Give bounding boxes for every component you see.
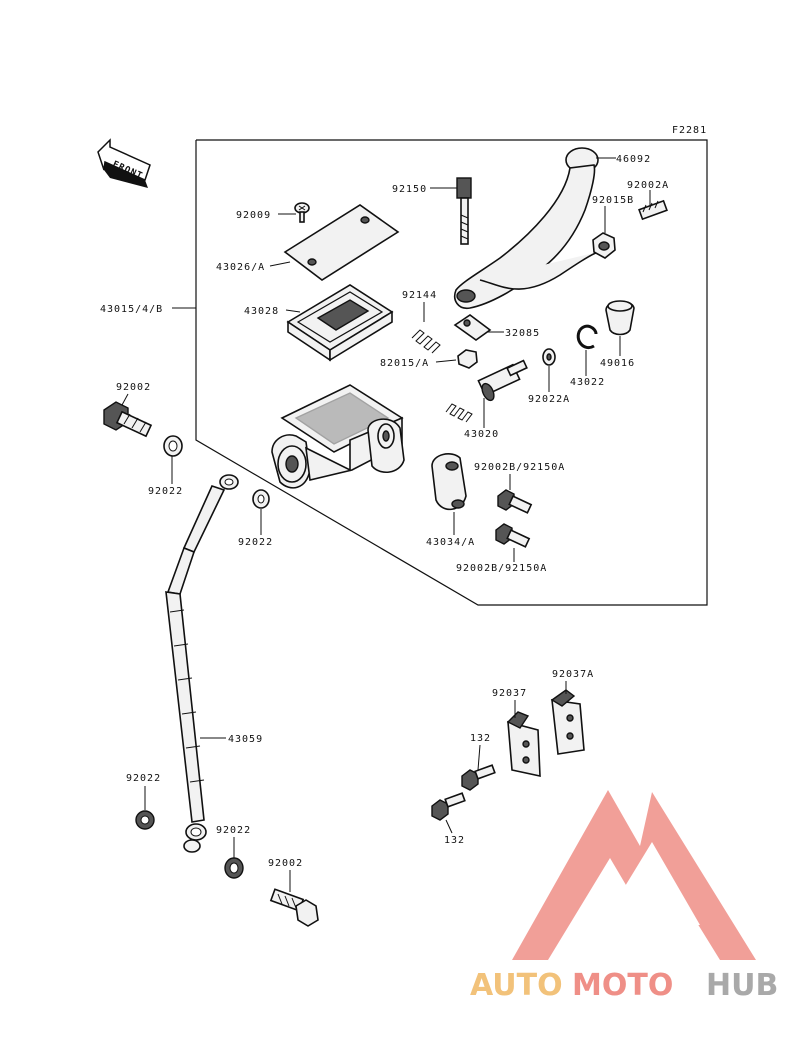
label-43026a: 43026/A: [216, 262, 265, 273]
label-132-upper: 132: [470, 733, 491, 744]
bolt-132-upper: [461, 764, 496, 791]
spring-92144: [411, 329, 441, 354]
label-46092: 46092: [616, 154, 651, 165]
label-43034a: 43034/A: [426, 537, 475, 548]
label-82015a: 82015/A: [380, 358, 429, 369]
label-92009: 92009: [236, 210, 271, 221]
washer-92022-mid: [252, 489, 270, 509]
front-arrow-icon: FRONT: [97, 138, 151, 188]
bolt-132-lower: [431, 792, 466, 821]
label-92015b: 92015B: [592, 195, 634, 206]
label-92002b-upper: 92002B/92150A: [474, 462, 565, 473]
watermark-auto: AUTO: [470, 968, 563, 1003]
screw-92009: [294, 202, 310, 223]
banjo-bolt-92002-left: [103, 401, 153, 438]
washer-92022-lower: [224, 857, 244, 879]
screw-92150-top: [456, 177, 472, 245]
label-43028: 43028: [244, 306, 279, 317]
nut-82015a: [457, 349, 478, 369]
reservoir-cap-43026a: [283, 204, 400, 281]
watermark-text: AUTO MOTO HUB: [470, 968, 778, 1003]
brake-lever: [454, 147, 599, 310]
label-92144: 92144: [402, 290, 437, 301]
washer-92022-left: [163, 435, 183, 457]
label-43022: 43022: [570, 377, 605, 388]
label-92022-left: 92022: [148, 486, 183, 497]
bolt-92002b-lower: [495, 523, 531, 548]
washer-92022a: [542, 348, 556, 366]
label-43015: 43015/4/B: [100, 304, 163, 315]
watermark-logo-icon: [512, 790, 756, 960]
label-92037: 92037: [492, 688, 527, 699]
label-92022-mid: 92022: [238, 537, 273, 548]
diaphragm-43028: [286, 284, 394, 362]
clamp-43034a: [431, 453, 467, 511]
watermark-hub: HUB: [706, 968, 778, 1003]
nut-92015b: [592, 232, 616, 259]
label-132-lower: 132: [444, 835, 465, 846]
label-92037a: 92037A: [552, 669, 594, 680]
diagram-code: F2281: [672, 125, 707, 136]
label-43059: 43059: [228, 734, 263, 745]
label-43020: 43020: [464, 429, 499, 440]
bracket-32085: [453, 314, 492, 341]
label-92022-lower: 92022: [216, 825, 251, 836]
brake-hose-43059: [165, 474, 239, 853]
boot-49016: [605, 300, 635, 336]
label-92002a: 92002A: [627, 180, 669, 191]
watermark-moto: MOTO: [572, 968, 673, 1003]
circlip-43022: [576, 324, 598, 349]
label-92002-left: 92002: [116, 382, 151, 393]
label-92022-low: 92022: [126, 773, 161, 784]
bolt-92002b-upper: [497, 489, 533, 514]
bolt-92002a: [638, 199, 668, 221]
label-92150-top: 92150: [392, 184, 427, 195]
bracket-92037: [506, 711, 541, 777]
master-cylinder-body: [271, 384, 405, 489]
label-92002b-lower: 92002B/92150A: [456, 563, 547, 574]
label-92002-bottom: 92002: [268, 858, 303, 869]
assembly-frame: [195, 139, 708, 606]
label-49016: 49016: [600, 358, 635, 369]
washer-92022-low: [135, 810, 155, 830]
piston-43020: [445, 359, 528, 423]
bracket-92037a: [550, 689, 585, 755]
banjo-bolt-92002-bottom: [269, 888, 319, 927]
label-92022a: 92022A: [528, 394, 570, 405]
label-32085: 32085: [505, 328, 540, 339]
